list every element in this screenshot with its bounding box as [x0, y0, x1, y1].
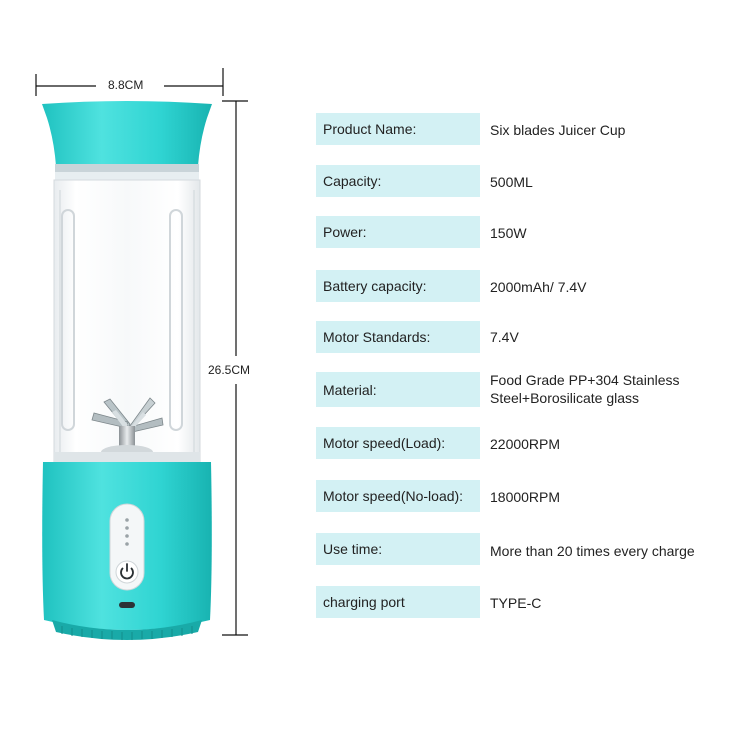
power-button-icon[interactable] [115, 560, 139, 584]
height-dimension-label: 26.5CM [208, 363, 251, 377]
spec-value-motor-speed-no-load: 18000RPM [490, 489, 561, 505]
spec-label-motor-speed-load: Motor speed(Load): [316, 427, 480, 459]
spec-value-motor-speed-load: 22000RPM [490, 436, 561, 452]
height-dimension-line [222, 100, 248, 636]
spec-value-capacity: 500ML [490, 174, 533, 190]
width-dimension-label: 8.8CM [108, 78, 144, 92]
product-illustration: 8.8CM 26.5CM [0, 0, 300, 740]
type-c-port-icon [119, 602, 135, 608]
spec-label-motor-speed-no-load: Motor speed(No-load): [316, 480, 480, 512]
width-dimension-line [35, 68, 224, 96]
spec-value-charging-port: TYPE-C [490, 595, 542, 611]
spec-value-use-time: More than 20 times every charge [490, 543, 695, 559]
spec-label-charging-port: charging port [316, 586, 480, 618]
spec-value-power: 150W [490, 225, 527, 241]
spec-value-material: Food Grade PP+304 Stainless Steel+Borosi… [490, 372, 680, 406]
juicer-cup-image [35, 68, 248, 640]
spec-value-battery-capacity: 2000mAh/ 7.4V [490, 279, 587, 295]
spec-label-use-time: Use time: [316, 533, 480, 565]
spec-label-motor-standards: Motor Standards: [316, 321, 480, 353]
spec-value-motor-standards: 7.4V [490, 329, 519, 345]
spec-value-product-name: Six blades Juicer Cup [490, 122, 626, 138]
battery-indicator-lights [125, 518, 129, 546]
spec-label-material: Material: [316, 372, 480, 407]
spec-label-capacity: Capacity: [316, 165, 480, 197]
spec-label-battery-capacity: Battery capacity: [316, 270, 480, 302]
spec-label-product-name: Product Name: [316, 113, 480, 145]
spec-label-power: Power: [316, 216, 480, 248]
